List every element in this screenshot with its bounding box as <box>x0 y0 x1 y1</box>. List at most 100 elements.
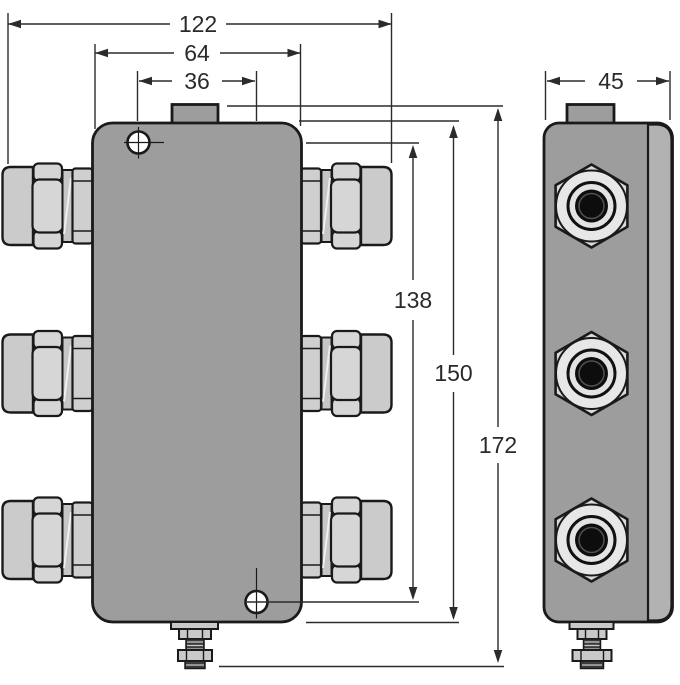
gland-hex-bottom <box>32 397 64 418</box>
cable-gland-right-1 <box>299 162 393 250</box>
side-panel-edge <box>646 123 673 622</box>
gland-hex-mid <box>31 345 65 402</box>
gland-washer-shine <box>63 345 72 402</box>
gland-locknut <box>299 167 323 245</box>
arrow-up <box>449 125 458 138</box>
cable-gland-left-2 <box>1 329 94 418</box>
arrow-left <box>139 76 152 86</box>
gland-locknut-lines <box>302 347 320 400</box>
gland-washer-shine <box>322 177 331 235</box>
gland-locknut-lines <box>302 514 320 566</box>
dim-overall-height: 172 <box>479 108 517 663</box>
port-hole <box>575 189 608 223</box>
arrow-left <box>95 48 108 58</box>
gland-cap <box>359 333 393 414</box>
dim-label-body-width: 64 <box>184 40 210 66</box>
gland-cap <box>359 499 393 581</box>
gland-locknut <box>299 501 323 579</box>
gland-hex-bottom <box>32 229 64 250</box>
gland-cap <box>1 499 35 581</box>
arrow-left <box>8 19 21 29</box>
gland-washer-shine <box>322 345 331 402</box>
port-hole-inner-ring <box>578 526 605 554</box>
gland-port-2 <box>554 330 629 417</box>
arrow-left <box>547 76 560 86</box>
gland-washer-shine <box>322 511 331 569</box>
vent-collar-lines <box>584 629 600 639</box>
dim-label-hole-offset: 36 <box>184 68 210 94</box>
vent-plate <box>568 621 615 630</box>
dim-hole-offset: 36 <box>139 68 255 94</box>
port-hole-inner-ring <box>578 192 605 220</box>
dim-overall-width: 122 <box>8 11 392 37</box>
gland-cap <box>1 165 35 247</box>
gland-cap <box>1 333 35 414</box>
gland-hex-bottom <box>330 397 362 418</box>
front-view <box>1 103 393 670</box>
gland-hex-bottom <box>330 563 362 584</box>
gland-hex-mid <box>31 178 65 234</box>
cable-gland-right-2 <box>299 329 393 418</box>
gland-locknut-lines <box>73 180 92 232</box>
arrow-right <box>287 48 301 58</box>
gland-locknut <box>71 167 94 245</box>
dim-body-width: 64 <box>95 40 301 66</box>
dim-label-overall-height: 172 <box>479 432 517 458</box>
gland-hex-top <box>32 496 64 517</box>
arrow-down <box>408 587 418 600</box>
gland-hex-bottom <box>330 229 362 250</box>
gland-hex-top <box>330 162 362 183</box>
port-hole-inner-ring <box>578 360 605 387</box>
vent-nut-lines <box>580 650 605 661</box>
vent-collar <box>576 628 608 640</box>
arrow-down <box>449 607 458 620</box>
dim-label-overall-width: 122 <box>179 11 217 37</box>
gland-hex-top <box>330 329 362 350</box>
vent-plug-side <box>568 621 615 670</box>
dim-depth: 45 <box>547 68 669 94</box>
front-body <box>91 121 303 624</box>
gland-hex-top <box>32 162 64 183</box>
port-hole <box>575 523 608 557</box>
gland-port-3 <box>554 497 629 583</box>
mounting-hole-top <box>124 127 164 159</box>
vent-collar-lines <box>186 629 204 639</box>
gland-hex-mid <box>329 345 363 402</box>
dimension-annotations: 122 64 36 45 138 <box>7 11 671 668</box>
vent-nut-lines <box>185 650 205 661</box>
arrow-down <box>493 650 503 663</box>
cable-gland-left-3 <box>1 496 94 584</box>
dim-body-height: 150 <box>434 125 473 620</box>
dim-label-depth: 45 <box>598 68 624 94</box>
gland-locknut <box>71 334 94 413</box>
vent-nut <box>571 649 613 662</box>
vent-plug-front <box>170 621 219 670</box>
arrow-up <box>493 108 503 121</box>
gland-cap <box>359 165 393 247</box>
gland-port-1 <box>554 163 629 249</box>
vent-plate <box>170 621 219 630</box>
vent-nut <box>177 649 213 662</box>
arrow-right <box>378 19 392 29</box>
cable-gland-left-1 <box>1 162 94 250</box>
gland-locknut <box>71 501 94 579</box>
gland-washer-shine <box>63 511 72 569</box>
gland-locknut <box>299 334 323 413</box>
cable-gland-right-3 <box>299 496 393 584</box>
side-view <box>542 103 674 670</box>
gland-hex-mid <box>329 512 363 568</box>
arrow-up <box>408 145 418 158</box>
gland-locknut-lines <box>73 514 92 566</box>
dim-hole-spacing: 138 <box>394 145 432 600</box>
gland-hex-top <box>32 329 64 350</box>
dim-label-body-height: 150 <box>434 360 472 386</box>
gland-hex-bottom <box>32 563 64 584</box>
port-hole <box>575 357 608 390</box>
gland-hex-mid <box>31 512 65 568</box>
gland-hex-top <box>330 496 362 517</box>
arrow-right <box>242 76 255 86</box>
mounting-hole-top-crosshair <box>124 127 164 159</box>
gland-locknut-lines <box>73 347 92 400</box>
